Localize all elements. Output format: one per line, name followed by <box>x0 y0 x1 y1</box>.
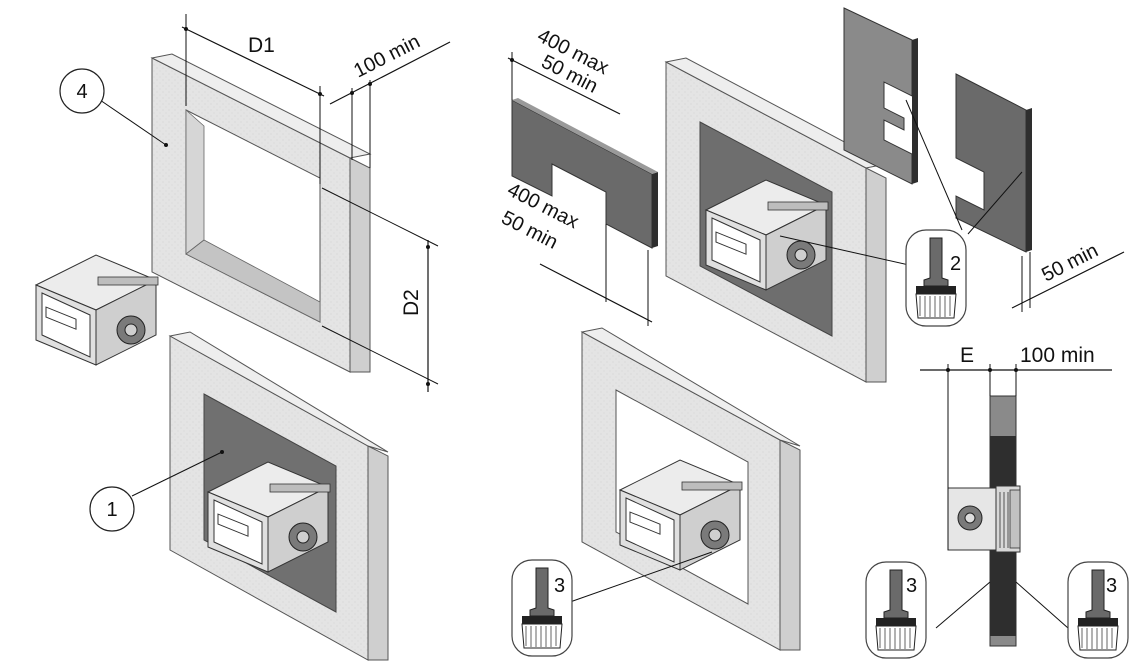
brush-front-number: 3 <box>554 575 565 597</box>
paint-brush-icon <box>905 229 967 327</box>
dimension-d2: D2 <box>321 187 439 392</box>
e-label: E <box>960 344 974 367</box>
brush-left-seal: 3 <box>865 561 991 659</box>
brush-board-number: 2 <box>950 253 961 275</box>
section-view <box>947 395 1021 647</box>
board-top-piece <box>511 98 658 249</box>
brush-right-number: 3 <box>1106 575 1117 597</box>
dimension-e: E 100 min <box>920 344 1112 550</box>
callout-mortar-number: 1 <box>106 499 117 521</box>
brush-left-number: 3 <box>906 575 917 597</box>
callout-wall-number: 4 <box>76 81 87 103</box>
paint-brush-icon <box>1067 561 1129 659</box>
callout-mortar: 1 <box>89 450 224 532</box>
brush-front-seal: 3 <box>511 551 713 657</box>
dimension-board-top: 400 max 50 min <box>507 25 621 115</box>
d1-label: D1 <box>248 34 275 57</box>
d2-label: D2 <box>400 289 423 316</box>
damper-unit-loose <box>35 254 159 366</box>
dimension-d1: D1 <box>181 14 325 184</box>
brush-board-coat: 2 <box>779 99 1023 327</box>
wall-opening-view <box>150 53 372 373</box>
callout-wall: 4 <box>59 68 168 147</box>
brush-right-seal: 3 <box>1015 561 1129 659</box>
section-depth-label: 100 min <box>1020 344 1095 367</box>
board-side-pieces <box>843 7 1032 253</box>
